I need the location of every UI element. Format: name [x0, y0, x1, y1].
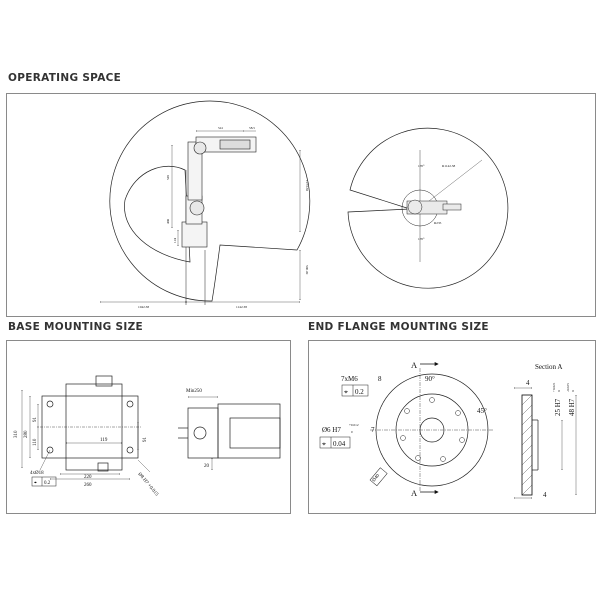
- dim-25-lower: 0: [557, 390, 561, 392]
- dim-4-top: 4: [526, 379, 530, 387]
- hole-callout: 4xØ18: [30, 471, 44, 476]
- radius-r1142: R1142.38: [442, 164, 455, 168]
- dim-280: 280: [24, 430, 29, 438]
- section-marker-bottom: A: [411, 488, 418, 498]
- dim-124: 124: [173, 238, 177, 243]
- dim-500-49: 500.49: [305, 265, 309, 275]
- dim-1273-38: 1273.38: [305, 180, 309, 191]
- position-symbol: ⌖: [34, 481, 37, 486]
- dim-25: 25 H7: [554, 398, 562, 416]
- flange-tolerance-frame-1: ⌖ 0.2: [341, 384, 369, 397]
- dim-91-right: 91: [143, 437, 148, 443]
- end-flange-title: END FLANGE MOUNTING SIZE: [308, 321, 489, 333]
- flange-section-dimensions: [513, 387, 577, 499]
- dim-119: 119: [100, 438, 108, 443]
- robot-arm-side: [181, 136, 257, 248]
- dim-541: 541: [218, 126, 223, 130]
- diameter-40-callout: Ø40: [369, 467, 388, 487]
- top-view-envelope: [347, 127, 509, 289]
- base-side-view: [178, 403, 281, 459]
- dim-400: 400: [166, 219, 170, 224]
- dim-48-lower: 0: [571, 390, 575, 392]
- dim-48: 48 H7: [568, 398, 576, 416]
- base-plan-dimensions: [21, 389, 151, 480]
- thread-callout: 7xM6: [341, 375, 358, 383]
- diameter-40: Ø40: [372, 473, 382, 483]
- angle-170-top: 170°: [418, 164, 425, 168]
- base-side-dimensions: [187, 396, 219, 471]
- dim-58-5: 58.5: [249, 126, 255, 130]
- dim-diameter-callout: Ø8 H7 +0.015: [136, 472, 159, 498]
- flange-position-symbol-1: ⌖: [344, 388, 348, 396]
- dim-545: 545: [166, 175, 170, 180]
- flange-tolerance-frame-2: ⌖ 0.04: [319, 436, 351, 449]
- bore-tol-upper: +0.012: [349, 423, 359, 427]
- flange-section-view: [521, 394, 539, 496]
- bore-tol-lower: 0: [351, 430, 353, 434]
- flange-position-symbol-2: ⌖: [322, 440, 326, 448]
- section-marker-top: A: [411, 360, 418, 370]
- dim-48-upper: -0.025: [566, 383, 570, 392]
- dim-4-bottom: 4: [543, 491, 547, 499]
- angle-90: 90°: [425, 375, 435, 383]
- flange-face-view: [370, 368, 494, 492]
- bore-callout: Ø6 H7: [322, 426, 341, 434]
- base-mounting-title: BASE MOUNTING SIZE: [8, 321, 143, 333]
- flange-bolt-holes: [400, 397, 465, 462]
- operating-space-title: OPERATING SPACE: [8, 72, 122, 84]
- base-tolerance: 0.2: [44, 481, 51, 486]
- thread-depth: 8: [378, 375, 382, 383]
- depth-callout: 7: [371, 426, 375, 434]
- dim-1142-38: 1142.38: [236, 305, 247, 309]
- angle-45: 45°: [477, 407, 487, 415]
- base-tolerance-frame: ⌖ 0.2: [31, 476, 57, 487]
- dim-110: 110: [33, 438, 38, 446]
- side-view-envelope: [109, 100, 311, 305]
- dim-min250: Min250: [186, 389, 202, 394]
- dim-20: 20: [204, 464, 210, 469]
- dim-260: 260: [84, 483, 92, 488]
- section-markers: [420, 362, 439, 494]
- dim-91-left: 91: [33, 417, 38, 423]
- dim-25-upper: +0.021: [552, 382, 556, 392]
- side-view-dimensions: [99, 130, 301, 303]
- radius-r235: R235: [434, 221, 442, 225]
- section-a-title: Section A: [535, 363, 562, 371]
- end-flange-panel: [308, 340, 596, 514]
- angle-170-bottom: 170°: [418, 237, 425, 241]
- robot-arm-top: [406, 199, 462, 215]
- base-plan-view: [40, 375, 142, 472]
- flange-tolerance-1: 0.2: [355, 388, 364, 396]
- dim-220: 220: [84, 475, 92, 480]
- dim-310: 310: [14, 430, 19, 438]
- flange-tolerance-2: 0.04: [333, 440, 346, 448]
- operating-space-panel: [6, 93, 596, 317]
- dim-1042-38: 1042.38: [138, 305, 149, 309]
